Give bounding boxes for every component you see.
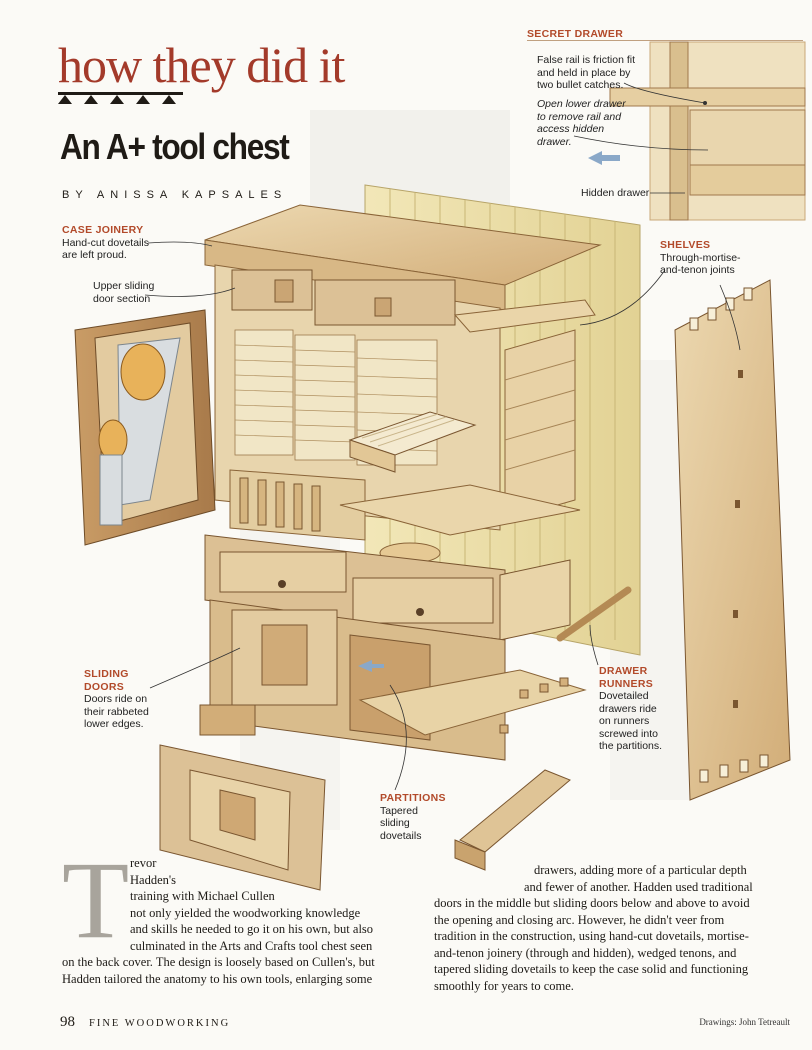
illustration-credit: Drawings: John Tetreault: [699, 1017, 790, 1027]
open-lower-drawer-label: Open lower drawer to remove rail and acc…: [537, 98, 626, 148]
triangle-icon: [162, 95, 176, 104]
byline: BY ANISSA KAPSALES: [62, 189, 288, 201]
article-headline: An A+ tool chest: [60, 126, 290, 167]
upper-door-label: Upper sliding door section: [93, 280, 155, 305]
triangle-icon: [136, 95, 150, 104]
secret-drawer-title: SECRET DRAWER: [527, 28, 624, 40]
false-rail-label: False rail is friction fit and held in p…: [537, 54, 636, 91]
triangle-ornament: [58, 95, 176, 104]
partitions-label: PARTITIONS Tapered sliding dovetails: [380, 792, 446, 842]
drawer-runners-label: DRAWER RUNNERS Dovetailed drawers ride o…: [599, 665, 663, 752]
case-joinery-label: CASE JOINERY Hand-cut dovetails are left…: [62, 224, 149, 261]
secret-drawer-frame: [527, 40, 803, 224]
article-column-1: revor Hadden's training with Michael Cul…: [62, 856, 375, 986]
triangle-icon: [84, 95, 98, 104]
footer: 98 FINE WOODWORKING: [60, 1014, 230, 1031]
drop-cap: T: [62, 839, 130, 961]
section-title: how they did it: [58, 37, 345, 93]
page-number: 98: [60, 1014, 75, 1030]
triangle-icon: [110, 95, 124, 104]
shelves-label: SHELVES Through-mortise- and-tenon joint…: [660, 239, 741, 276]
section-rule: [58, 92, 183, 95]
triangle-icon: [58, 95, 72, 104]
article-column-2: drawers, adding more of a particular dep…: [434, 863, 753, 993]
hidden-drawer-label: Hidden drawer: [581, 187, 650, 199]
magazine-name: FINE WOODWORKING: [89, 1018, 231, 1029]
sliding-doors-label: SLIDING DOORS Doors ride on their rabbet…: [84, 668, 149, 730]
